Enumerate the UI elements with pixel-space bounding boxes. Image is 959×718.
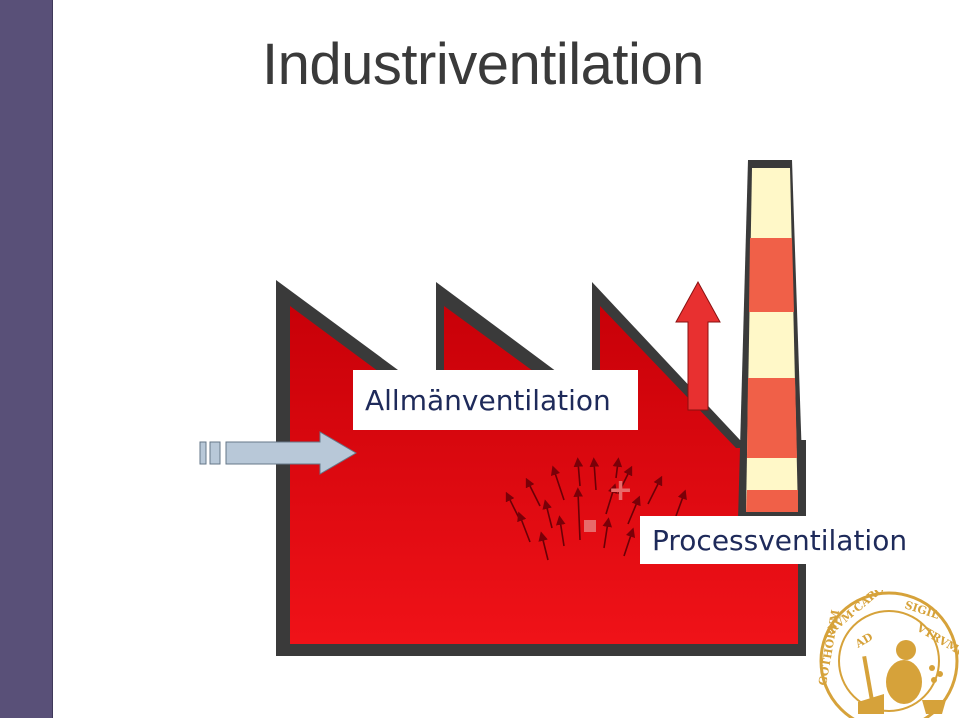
airflow-arrow-icon (612, 457, 623, 479)
plus-symbol: + (608, 473, 633, 508)
label-process-ventilation: Processventilation (640, 516, 928, 564)
chimney-stripe (747, 378, 797, 458)
svg-text:VTRVMQVE: VTRVMQVE (914, 621, 959, 669)
chimney-stripe (749, 238, 794, 312)
airflow-arrow-icon (517, 511, 531, 543)
slide-title: Industriventilation (262, 32, 704, 97)
label-process-ventilation-text: Processventilation (652, 523, 908, 557)
airflow-arrow-icon (617, 465, 633, 495)
airflow-arrow-icon (555, 515, 566, 547)
airflow-arrow-icon (550, 465, 565, 501)
airflow-arrow-icon (538, 531, 549, 561)
chimney-stripe (746, 490, 798, 512)
chimney (738, 160, 804, 520)
airflow-arrow-icon (647, 475, 663, 505)
airflow-arrow-icon (573, 457, 584, 487)
exhaust-arrow-icon (675, 280, 721, 411)
airflow-arrow-icon (589, 457, 600, 491)
svg-text:AD: AD (852, 630, 875, 651)
airflow-arrow-icon (602, 517, 613, 549)
airflow-arrow-icon (525, 477, 541, 507)
lund-university-seal-icon: RVM·CAROLINÆ SIGIL VTRVMQVE GOTHORVM AD (818, 590, 959, 718)
label-general-ventilation: Allmänventilation (353, 370, 638, 430)
airflow-arrow-icon (627, 495, 641, 525)
svg-text:GOTHORVM: GOTHORVM (818, 609, 842, 687)
airflow-arrow-icon (573, 487, 583, 541)
minus-symbol-icon (584, 520, 596, 532)
airflow-arrow-icon (542, 499, 553, 529)
left-accent-bar (0, 0, 53, 718)
factory-building (276, 280, 806, 656)
airflow-arrow-icon (623, 527, 636, 557)
airflow-arrow-icon (605, 483, 618, 515)
airflow-arrow-icon (675, 489, 687, 517)
process-airflow-arrows (505, 457, 687, 561)
label-general-ventilation-text: Allmänventilation (365, 383, 611, 417)
inlet-air-arrow-icon (199, 431, 357, 475)
